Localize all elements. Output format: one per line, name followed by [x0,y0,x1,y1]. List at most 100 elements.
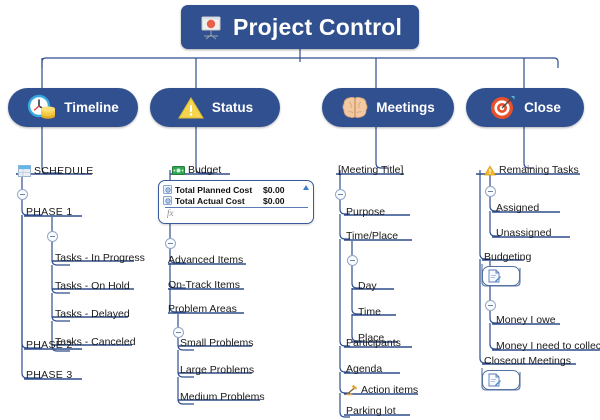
topic-money-i-need-to-collect[interactable]: Money I need to collect [496,341,600,352]
sheet-row-total-planned-cost[interactable]: Total Planned Cost $0.00 [163,184,308,195]
branch-node-close[interactable]: Close [466,88,584,127]
branch-label-close: Close [524,100,561,115]
topic-label: Agenda [346,363,383,375]
brain-icon [341,94,369,121]
topic-agenda[interactable]: Agenda [346,364,382,375]
topic-money-i-owe[interactable]: Money I owe [496,315,556,326]
sheet-row-total-actual-cost[interactable]: Total Actual Cost $0.00 [163,195,308,206]
topic-unassigned[interactable]: Unassigned [496,228,551,239]
topic-label: Money I owe [496,314,556,326]
sheet-cell-name: Total Planned Cost [175,184,253,195]
note-callout-budgeting[interactable] [482,266,520,286]
topic-label: On-Track Items [168,279,240,291]
topic-label: Remaining Tasks [499,164,579,177]
topic-label: Action items [361,384,419,397]
collapse-toggle-problem-areas[interactable] [173,327,184,338]
topic-phase-1[interactable]: PHASE 1 [26,207,72,218]
topic-action-items[interactable]: Action items [346,384,419,397]
topic-participants[interactable]: Participants [346,338,401,349]
topic-tasks-in-progress[interactable]: Tasks - In Progress [55,253,145,264]
collapse-toggle-budget[interactable] [165,238,176,249]
topic-label: Tasks - In Progress [55,252,145,264]
topic-label: Tasks - Canceled [55,336,136,348]
topic-time[interactable]: Time [358,307,381,318]
topic-parking-lot[interactable]: Parking lot [346,406,396,417]
branch-node-timeline[interactable]: Timeline [8,88,138,127]
topic-label: Budget [188,164,222,176]
collapse-toggle-remaining-tasks[interactable] [485,186,496,197]
table-window-icon [18,165,31,177]
topic-label: [Meeting Title] [338,164,404,176]
topic-label: Assigned [496,202,540,214]
topic-problem-areas[interactable]: Problem Areas [168,304,237,315]
document-pen-icon [488,373,501,387]
collapse-toggle-phase-1[interactable] [47,231,58,242]
topic-large-problems[interactable]: Large Problems [180,365,254,376]
collapse-toggle-time-place[interactable] [347,255,358,266]
topic-label: Time/Place [346,230,399,242]
topic-closeout-meetings[interactable]: Closeout Meetings [484,356,571,367]
topic-budgeting[interactable]: Budgeting [484,252,531,263]
topic-label: SCHEDULE [34,164,94,177]
topic-label: Time [358,306,381,318]
sheet-divider [165,207,308,208]
root-label: Project Control [232,13,403,40]
sheet-cell-value: $0.00 [263,184,285,195]
topic-label: Purpose [346,206,386,218]
topic-label: Parking lot [346,405,396,417]
document-pen-icon [488,269,501,283]
warning-triangle-small-icon [483,165,497,176]
topic-small-problems[interactable]: Small Problems [180,338,254,349]
topic-label: Day [358,280,377,292]
topic-label: Unassigned [496,227,552,239]
topic-label: Large Problems [180,364,255,376]
topic-schedule[interactable]: SCHEDULE [18,165,94,177]
topic-medium-problems[interactable]: Medium Problems [180,392,265,403]
note-callout-closeout-meetings[interactable] [482,370,520,390]
topic-label: Money I need to collect [496,340,600,352]
collapse-toggle-schedule[interactable] [17,189,28,200]
topic-meeting-title[interactable]: [Meeting Title] [338,165,403,176]
sheet-cell-value: $0.00 [263,195,285,206]
warning-triangle-icon [177,95,205,121]
topic-budget[interactable]: Budget [172,165,221,176]
sheet-cell-name: Total Actual Cost [175,195,245,206]
topic-label: Small Problems [180,337,254,349]
topic-day[interactable]: Day [358,281,377,292]
topic-advanced-items[interactable]: Advanced Items [168,255,243,266]
clock-coins-icon [27,94,57,122]
topic-label: Closeout Meetings [484,355,571,367]
topic-phase-3[interactable]: PHASE 3 [26,370,72,381]
branch-node-status[interactable]: Status [150,88,280,127]
topic-label: PHASE 1 [26,206,73,218]
branch-label-meetings: Meetings [376,100,435,115]
branch-node-meetings[interactable]: Meetings [322,88,454,127]
topic-label: Budgeting [484,251,532,263]
topic-tasks-delayed[interactable]: Tasks - Delayed [55,309,130,320]
formula-bar[interactable]: fx [167,208,174,218]
collapse-toggle-budgeting[interactable] [485,300,496,311]
presentation-board-icon [198,14,224,40]
topic-label: Advanced Items [168,254,244,266]
topic-assigned[interactable]: Assigned [496,203,539,214]
topic-phase-2[interactable]: PHASE 2 [26,340,72,351]
topic-label: PHASE 2 [26,339,73,351]
topic-label: Tasks - Delayed [55,308,130,320]
topic-purpose[interactable]: Purpose [346,207,385,218]
topic-on-track-items[interactable]: On-Track Items [168,280,240,291]
topic-label: Medium Problems [180,391,265,403]
topic-tasks-canceled[interactable]: Tasks - Canceled [55,337,136,348]
triangle-up-icon[interactable] [303,185,309,190]
root-node-project-control[interactable]: Project Control [181,5,419,49]
topic-label: Participants [346,337,401,349]
topic-time-place[interactable]: Time/Place [346,231,398,242]
topic-label: PHASE 3 [26,369,73,381]
money-bill-icon [172,165,185,175]
topic-place[interactable]: Place [358,333,384,344]
topic-label: Problem Areas [168,303,237,315]
budget-spreadsheet-callout[interactable]: Total Planned Cost $0.00 Total Actual Co… [158,180,314,224]
collapse-toggle-meeting-title[interactable] [335,189,346,200]
topic-tasks-on-hold[interactable]: Tasks - On Hold [55,281,130,292]
target-icon [489,94,517,121]
topic-remaining-tasks[interactable]: Remaining Tasks [483,164,579,177]
